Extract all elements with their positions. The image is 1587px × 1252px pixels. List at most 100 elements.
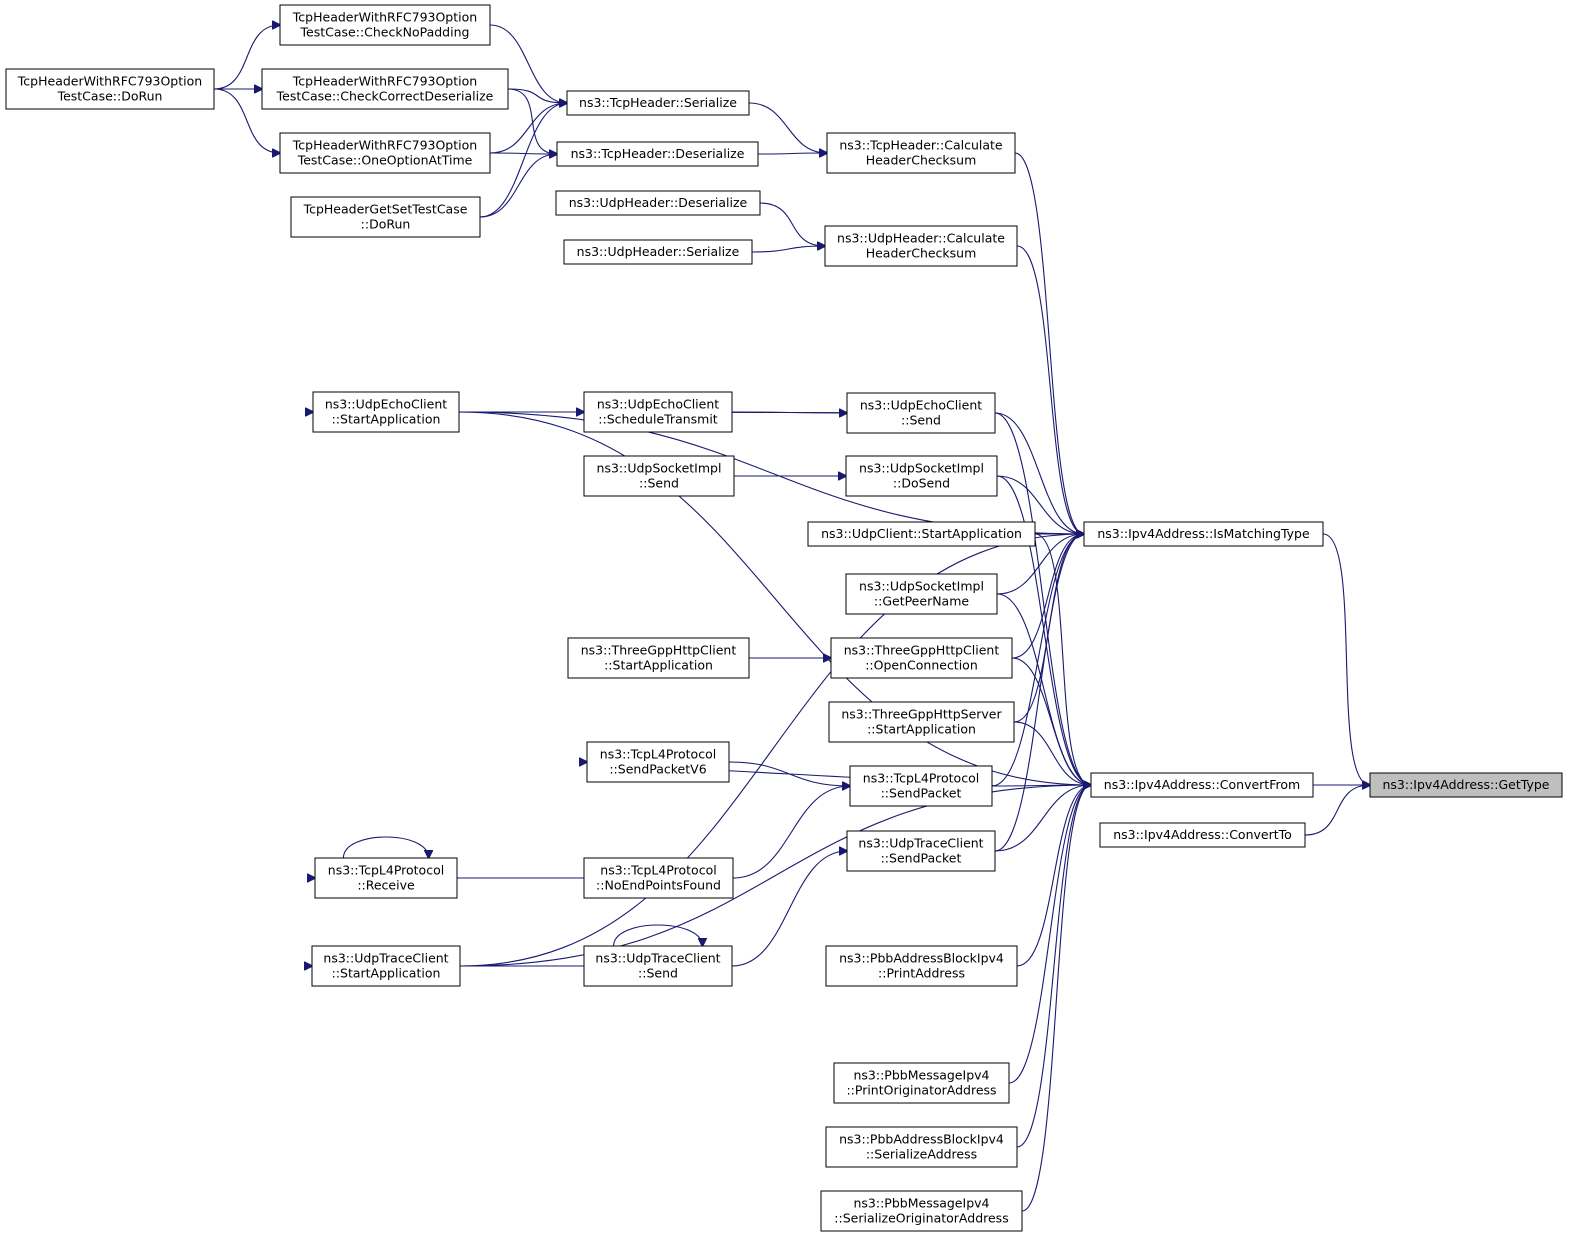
graph-node-label: TestCase::CheckNoPadding — [300, 25, 470, 40]
graph-node-box — [824, 225, 1018, 267]
edge-n11-to-n2 — [1013, 721, 1091, 785]
graph-node-n13[interactable]: ns3::UdpTraceClient::SendPacket — [846, 830, 996, 872]
graph-node-label: ns3::TcpHeader::Calculate — [839, 138, 1003, 153]
graph-node-box — [566, 90, 750, 116]
graph-node-label: ns3::Ipv4Address::ConvertTo — [1113, 827, 1292, 842]
edge-n20-to-n5 — [759, 202, 825, 246]
graph-node-n19[interactable]: ns3::TcpHeader::Deserialize — [556, 141, 759, 167]
edge-n34-to-n1 — [459, 534, 1084, 967]
graph-node-label: ::DoSend — [893, 476, 950, 491]
edge-n30-to-n19 — [489, 153, 557, 154]
graph-node-n12[interactable]: ns3::TcpL4Protocol::SendPacket — [849, 765, 993, 807]
graph-node-box — [825, 1126, 1018, 1168]
edge-n4-to-n1 — [1014, 152, 1084, 534]
graph-node-n27[interactable]: ns3::UdpTraceClient::Send — [583, 945, 733, 987]
edge-n13-to-n1 — [994, 534, 1084, 852]
graph-node-n20[interactable]: ns3::UdpHeader::Deserialize — [555, 190, 761, 216]
graph-node-label: ::SerializeAddress — [866, 1147, 977, 1162]
graph-node-label: ns3::TcpL4Protocol — [600, 747, 716, 762]
graph-node-label: ns3::UdpHeader::Calculate — [837, 231, 1005, 246]
graph-node-label: ns3::ThreeGppHttpClient — [581, 643, 737, 658]
graph-node-label: TcpHeaderWithRFC793Option — [292, 74, 477, 89]
edge-n10-to-n2 — [1011, 657, 1091, 785]
graph-node-label: ns3::UdpEchoClient — [860, 398, 982, 413]
graph-node-label: ::StartApplication — [332, 412, 441, 427]
graph-node-n11[interactable]: ns3::ThreeGppHttpServer::StartApplicatio… — [828, 701, 1015, 743]
graph-node-n17[interactable]: ns3::PbbMessageIpv4::SerializeOriginator… — [820, 1190, 1023, 1232]
graph-node-n32[interactable]: ns3::UdpEchoClient::StartApplication — [312, 391, 460, 433]
graph-node-n16[interactable]: ns3::PbbAddressBlockIpv4::SerializeAddre… — [825, 1126, 1018, 1168]
graph-node-label: ::Receive — [357, 878, 415, 893]
graph-node-box — [290, 196, 481, 238]
graph-node-n7[interactable]: ns3::UdpSocketImpl::DoSend — [845, 455, 998, 497]
edge-n35-to-n28 — [213, 25, 280, 90]
graph-node-box — [563, 239, 753, 265]
graph-node-box — [833, 1062, 1010, 1104]
edge-n26-to-n12 — [732, 786, 850, 879]
graph-node-label: ns3::PbbAddressBlockIpv4 — [839, 1132, 1004, 1147]
graph-node-n26[interactable]: ns3::TcpL4Protocol::NoEndPointsFound — [583, 857, 734, 899]
graph-node-label: TestCase::OneOptionAtTime — [297, 153, 473, 168]
graph-node-box — [586, 741, 730, 783]
graph-node-n25[interactable]: ns3::TcpL4Protocol::SendPacketV6 — [586, 741, 730, 783]
graph-node-box — [830, 637, 1013, 679]
graph-node-box — [261, 68, 509, 110]
graph-node-n15[interactable]: ns3::PbbMessageIpv4::PrintOriginatorAddr… — [833, 1062, 1010, 1104]
graph-node-label: ns3::UdpEchoClient — [597, 397, 719, 412]
edge-n16-to-n2 — [1016, 785, 1091, 1148]
graph-node-n28[interactable]: TcpHeaderWithRFC793OptionTestCase::Check… — [279, 4, 491, 46]
graph-node-n24[interactable]: ns3::ThreeGppHttpClient::StartApplicatio… — [567, 637, 750, 679]
graph-node-box — [846, 392, 996, 434]
graph-node-box — [1083, 521, 1324, 547]
graph-node-box — [583, 857, 734, 899]
graph-node-label: ns3::UdpClient::StartApplication — [821, 526, 1022, 541]
graph-node-label: ns3::UdpHeader::Deserialize — [569, 195, 748, 210]
graph-node-label: ::StartApplication — [604, 658, 713, 673]
graph-node-n34[interactable]: ns3::UdpTraceClient::StartApplication — [311, 945, 461, 987]
graph-node-n2[interactable]: ns3::Ipv4Address::ConvertFrom — [1090, 772, 1314, 798]
graph-node-label: TestCase::DoRun — [57, 89, 163, 104]
graph-node-n14[interactable]: ns3::PbbAddressBlockIpv4::PrintAddress — [825, 945, 1018, 987]
graph-node-label: HeaderChecksum — [866, 153, 977, 168]
graph-node-box — [826, 132, 1016, 174]
graph-node-label: ns3::PbbAddressBlockIpv4 — [839, 951, 1004, 966]
graph-node-n10[interactable]: ns3::ThreeGppHttpClient::OpenConnection — [830, 637, 1013, 679]
edge-n35-to-n30 — [213, 88, 280, 153]
graph-node-n29[interactable]: TcpHeaderWithRFC793OptionTestCase::Check… — [261, 68, 509, 110]
graph-node-label: ns3::UdpSocketImpl — [597, 461, 722, 476]
graph-node-n8[interactable]: ns3::UdpClient::StartApplication — [807, 521, 1036, 547]
graph-node-label: ns3::TcpL4Protocol — [863, 771, 979, 786]
graph-node-n23[interactable]: ns3::UdpSocketImpl::Send — [583, 455, 735, 497]
graph-node-n18[interactable]: ns3::TcpHeader::Serialize — [566, 90, 750, 116]
graph-node-n22[interactable]: ns3::UdpEchoClient::ScheduleTransmit — [583, 391, 733, 433]
graph-node-label: ::DoRun — [361, 217, 411, 232]
graph-node-label: ns3::PbbMessageIpv4 — [854, 1068, 990, 1083]
graph-node-n31[interactable]: TcpHeaderGetSetTestCase::DoRun — [290, 196, 481, 238]
graph-node-label: ::ScheduleTransmit — [598, 412, 718, 427]
edge-n27-to-n13 — [731, 851, 847, 967]
graph-node-n30[interactable]: TcpHeaderWithRFC793OptionTestCase::OneOp… — [279, 132, 491, 174]
graph-node-box — [555, 190, 761, 216]
edge-n19-to-n4 — [757, 153, 827, 154]
graph-node-box — [279, 132, 491, 174]
graph-node-label: ns3::TcpL4Protocol — [328, 863, 444, 878]
graph-node-n1[interactable]: ns3::Ipv4Address::IsMatchingType — [1083, 521, 1324, 547]
graph-node-box — [583, 945, 733, 987]
graph-node-n33[interactable]: ns3::TcpL4Protocol::Receive — [314, 857, 458, 899]
graph-node-label: ::SerializeOriginatorAddress — [834, 1211, 1008, 1226]
graph-node-box — [828, 701, 1015, 743]
graph-node-n3[interactable]: ns3::Ipv4Address::ConvertTo — [1099, 822, 1306, 848]
graph-node-box — [825, 945, 1018, 987]
graph-node-n6[interactable]: ns3::UdpEchoClient::Send — [846, 392, 996, 434]
graph-node-label: ::SendPacket — [881, 786, 962, 801]
graph-node-label: TcpHeaderWithRFC793Option — [292, 138, 477, 153]
graph-node-n9[interactable]: ns3::UdpSocketImpl::GetPeerName — [845, 573, 998, 615]
graph-node-label: ns3::UdpSocketImpl — [859, 579, 984, 594]
graph-node-box — [845, 573, 998, 615]
graph-node-label: ns3::UdpTraceClient — [323, 951, 448, 966]
graph-node-label: ns3::PbbMessageIpv4 — [854, 1196, 990, 1211]
graph-node-n21[interactable]: ns3::UdpHeader::Serialize — [563, 239, 753, 265]
